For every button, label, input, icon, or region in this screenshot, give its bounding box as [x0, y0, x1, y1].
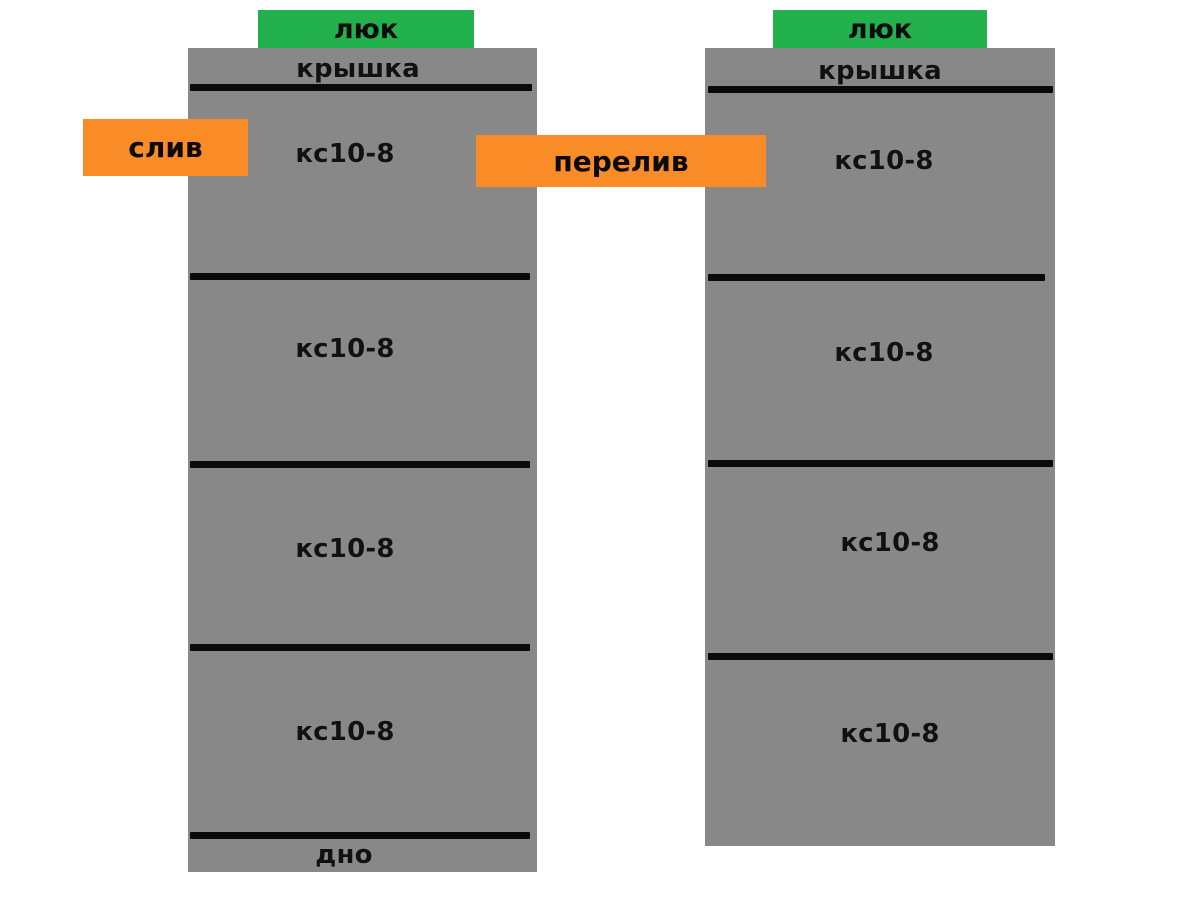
- tank-left-ring-2-label: кс10-8: [295, 334, 395, 364]
- tank-left-divider-1: [190, 273, 530, 280]
- hatch-right-label: люк: [847, 13, 913, 45]
- tank-left-bottom-label: дно: [315, 840, 373, 870]
- tank-right-divider-1: [708, 274, 1045, 281]
- tank-left-divider-2: [190, 461, 530, 468]
- drain-label: слив: [128, 131, 203, 164]
- hatch-left-callout[interactable]: люк: [258, 10, 474, 48]
- tank-right-ring-4-label: кс10-8: [840, 719, 940, 749]
- overflow-label: перелив: [553, 144, 689, 178]
- drain-callout[interactable]: слив: [83, 119, 248, 176]
- tank-left-cover-line: [190, 84, 532, 91]
- hatch-right-callout[interactable]: люк: [773, 10, 987, 48]
- tank-right-cover-label: крышка: [818, 56, 942, 86]
- tank-left-cover-label: крышка: [296, 54, 420, 84]
- tank-right-cover-line: [708, 86, 1053, 93]
- tank-right-divider-3: [708, 653, 1053, 660]
- tank-left-ring-3-label: кс10-8: [295, 534, 395, 564]
- tank-left-ring-4-label: кс10-8: [295, 717, 395, 747]
- tank-right-ring-1-label: кс10-8: [834, 146, 934, 176]
- tank-left-divider-3: [190, 644, 530, 651]
- overflow-callout[interactable]: перелив: [476, 135, 766, 187]
- tank-right-ring-2-label: кс10-8: [834, 338, 934, 368]
- tank-right-divider-2: [708, 460, 1053, 467]
- tank-left-ring-1-label: кс10-8: [295, 139, 395, 169]
- tank-right-ring-3-label: кс10-8: [840, 528, 940, 558]
- tank-left-bottom-line: [190, 832, 530, 839]
- hatch-left-label: люк: [333, 13, 399, 45]
